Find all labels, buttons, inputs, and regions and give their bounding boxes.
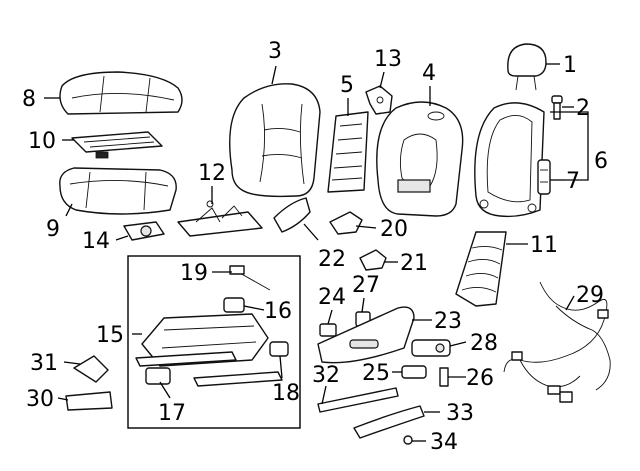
leader-lines bbox=[44, 63, 589, 442]
part-spring-mat bbox=[455, 231, 507, 307]
part-bracket-20 bbox=[329, 211, 363, 235]
callout-12: 12 bbox=[198, 161, 226, 186]
part-seatback-pad bbox=[376, 101, 464, 217]
part-trim-33 bbox=[353, 405, 425, 439]
callout-2: 2 bbox=[576, 96, 590, 121]
part-seat-heater bbox=[71, 131, 163, 159]
part-switch-14 bbox=[123, 221, 165, 241]
part-motor-18 bbox=[269, 341, 289, 357]
callout-26: 26 bbox=[466, 366, 494, 391]
callout-22: 22 bbox=[318, 247, 346, 272]
callout-9: 9 bbox=[46, 217, 60, 242]
callout-25: 25 bbox=[362, 361, 390, 386]
callout-4: 4 bbox=[422, 61, 436, 86]
part-lumbar-panel bbox=[327, 111, 369, 193]
part-seat-cushion-cover bbox=[59, 71, 183, 115]
callout-33: 33 bbox=[446, 401, 474, 426]
part-headrest bbox=[507, 43, 547, 91]
callout-1: 1 bbox=[563, 53, 577, 78]
callout-13: 13 bbox=[374, 47, 402, 72]
part-motor-17 bbox=[145, 367, 171, 385]
callout-16: 16 bbox=[264, 299, 292, 324]
part-seatback-cushion bbox=[229, 83, 321, 198]
callout-20: 20 bbox=[380, 217, 408, 242]
part-recliner-actuator bbox=[537, 159, 551, 195]
callout-30: 30 bbox=[26, 387, 54, 412]
callout-19: 19 bbox=[180, 261, 208, 286]
part-trim-32 bbox=[317, 387, 399, 413]
callout-15: 15 bbox=[96, 323, 124, 348]
part-seat-pan bbox=[177, 200, 263, 237]
part-motor-16 bbox=[223, 297, 245, 313]
callout-29: 29 bbox=[576, 283, 604, 308]
callout-24: 24 bbox=[318, 285, 346, 310]
part-side-shield bbox=[317, 306, 415, 364]
callout-8: 8 bbox=[22, 87, 36, 112]
part-seat-cushion-pad bbox=[59, 167, 177, 215]
inset-box-seat-adjuster bbox=[127, 255, 301, 429]
part-headrest-guide bbox=[551, 95, 563, 120]
part-bracket-31 bbox=[73, 355, 109, 383]
part-latch-21 bbox=[359, 249, 387, 271]
callout-32: 32 bbox=[312, 363, 340, 388]
callout-23: 23 bbox=[434, 309, 462, 334]
callout-14: 14 bbox=[82, 229, 110, 254]
callout-28: 28 bbox=[470, 331, 498, 356]
part-trim-30 bbox=[65, 391, 113, 411]
callout-10: 10 bbox=[28, 129, 56, 154]
callout-6: 6 bbox=[594, 149, 608, 174]
callout-34: 34 bbox=[430, 430, 458, 455]
part-cover-22 bbox=[273, 197, 311, 233]
callout-labels: 1 2 3 4 5 6 7 8 9 10 11 12 13 14 15 16 1… bbox=[22, 39, 608, 455]
part-bracket bbox=[365, 85, 393, 115]
callout-11: 11 bbox=[530, 233, 558, 258]
callout-18: 18 bbox=[272, 381, 300, 406]
callout-3: 3 bbox=[268, 39, 282, 64]
part-switch-28 bbox=[411, 339, 451, 357]
part-wiring-harness bbox=[503, 281, 611, 403]
part-washer-34 bbox=[403, 435, 413, 445]
part-cable-19 bbox=[229, 265, 271, 291]
part-clip-26 bbox=[439, 367, 449, 387]
callout-27: 27 bbox=[352, 273, 380, 298]
callout-17: 17 bbox=[158, 401, 186, 426]
callout-21: 21 bbox=[400, 251, 428, 276]
callout-5: 5 bbox=[340, 73, 354, 98]
part-knob-25 bbox=[401, 365, 427, 379]
callout-31: 31 bbox=[30, 351, 58, 376]
callout-7: 7 bbox=[566, 169, 580, 194]
part-seat-adjuster bbox=[135, 313, 283, 387]
part-switch-24 bbox=[319, 323, 337, 337]
part-seatback-frame bbox=[474, 102, 545, 218]
